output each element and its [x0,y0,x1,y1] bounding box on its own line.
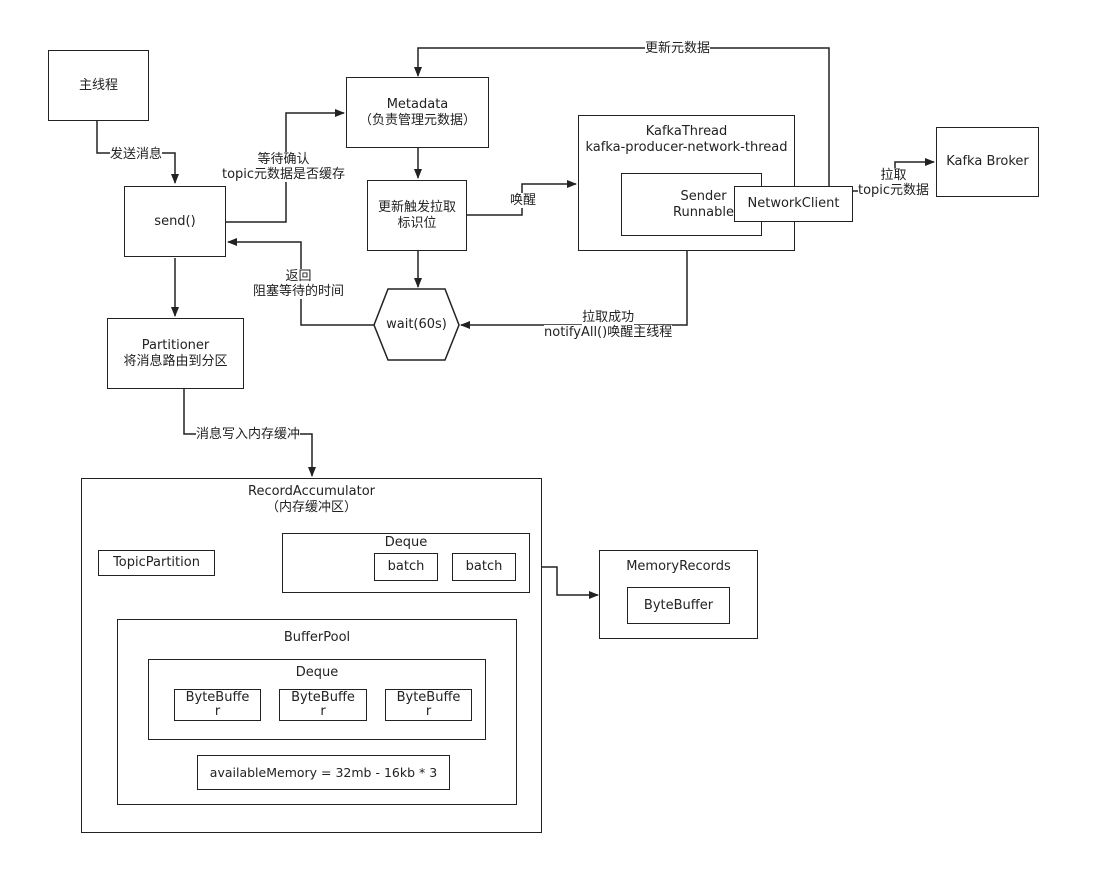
edge-label-wait-confirm-line-1: 等待确认 [257,152,310,167]
pool-byte-buffer-label-b: r [320,704,326,719]
update-flag-line-1: 更新触发拉取 [377,199,456,215]
available-memory-node: availableMemory = 32mb - 16kb * 3 [197,755,450,790]
byte-buffer-label: ByteBuffer [643,597,714,613]
memory-records-container: MemoryRecords [599,550,758,639]
edge-label-send-message: 发送消息 [110,147,163,162]
edge-label-wakeup: 唤醒 [510,193,537,208]
update-flag-node: 更新触发拉取 标识位 [367,180,467,251]
partitioner-node: Partitioner 将消息路由到分区 [107,318,244,389]
edge-label-fetch-line-1: 拉取 [880,168,907,183]
topic-partition-node: TopicPartition [98,550,215,576]
edge-label-wait-confirm-line-2: topic元数据是否缓存 [222,167,346,182]
pool-byte-buffer-node: ByteBuffe r [174,689,261,721]
batch-node: batch [374,553,438,581]
record-accumulator-title: RecordAccumulator [248,484,375,499]
batch-label: batch [387,559,425,574]
edge-label-return-line-1: 返回 [285,269,312,284]
pool-byte-buffer-label-b: r [214,704,221,719]
kafka-thread-subtitle: kafka-producer-network-thread [585,140,788,155]
sender-line-2: Runnable [673,204,734,220]
partitioner-subtitle: 将消息路由到分区 [123,353,228,369]
sender-line-1: Sender [680,188,727,204]
network-client-node: NetworkClient [734,186,853,222]
metadata-title: Metadata [386,96,449,112]
main-thread-label: 主线程 [78,77,118,93]
record-accumulator-subtitle: （内存缓冲区） [265,500,357,515]
batch-node: batch [452,553,516,581]
buffer-pool-title: BufferPool [283,630,351,645]
kafka-broker-node: Kafka Broker [936,127,1039,197]
batch-label: batch [465,559,503,574]
pool-byte-buffer-label-a: ByteBuffe [185,690,250,705]
send-node: send() [124,186,226,257]
pool-byte-buffer-node: ByteBuffe r [385,689,472,721]
memory-records-title: MemoryRecords [626,559,731,574]
edge-label-write-buffer: 消息写入内存缓冲 [196,427,301,442]
network-client-label: NetworkClient [747,196,840,211]
edge-update-metadata [414,47,830,186]
pool-byte-buffer-label-b: r [425,704,432,719]
edge-label-fetch-line-2: topic元数据 [858,183,930,198]
pool-byte-buffer-label-a: ByteBuffe [291,690,355,705]
wait-node: wait(60s) [386,289,447,360]
topic-partition-label: TopicPartition [113,555,200,570]
pool-byte-buffer-node: ByteBuffe r [279,689,367,721]
update-flag-line-2: 标识位 [397,215,437,231]
deque-batches-title: Deque [384,535,428,550]
sender-runnable-node: Sender Runnable [621,173,762,236]
edge-fetch-success [460,251,688,329]
partitioner-title: Partitioner [141,337,210,353]
edge-label-fetch-metadata: 拉取 topic元数据 [858,168,930,198]
edge-label-return: 返回 阻塞等待的时间 [253,269,345,299]
edge-label-return-line-2: 阻塞等待的时间 [253,284,345,299]
edge-label-fetch-success-line-2: notifyAll()唤醒主线程 [544,325,673,340]
edge-label-fetch-success: 拉取成功 notifyAll()唤醒主线程 [544,310,673,340]
main-thread-node: 主线程 [48,50,149,121]
edge-label-update-metadata: 更新元数据 [645,41,711,56]
metadata-node: Metadata （负责管理元数据） [346,77,489,148]
metadata-subtitle: （负责管理元数据） [358,112,476,128]
pool-byte-buffer-label-a: ByteBuffe [396,690,461,705]
deque-pool-title: Deque [295,665,339,680]
wait-hexagon [373,288,460,361]
send-label: send() [154,213,196,229]
edge-label-fetch-success-line-1: 拉取成功 [582,310,635,325]
kafka-thread-title: KafkaThread [645,124,728,139]
edge-label-wait-confirm: 等待确认 topic元数据是否缓存 [222,152,346,182]
wait-label: wait(60s) [386,316,447,332]
kafka-broker-label: Kafka Broker [946,154,1029,169]
available-memory-label: availableMemory = 32mb - 16kb * 3 [209,764,438,780]
byte-buffer-node: ByteBuffer [627,587,730,624]
